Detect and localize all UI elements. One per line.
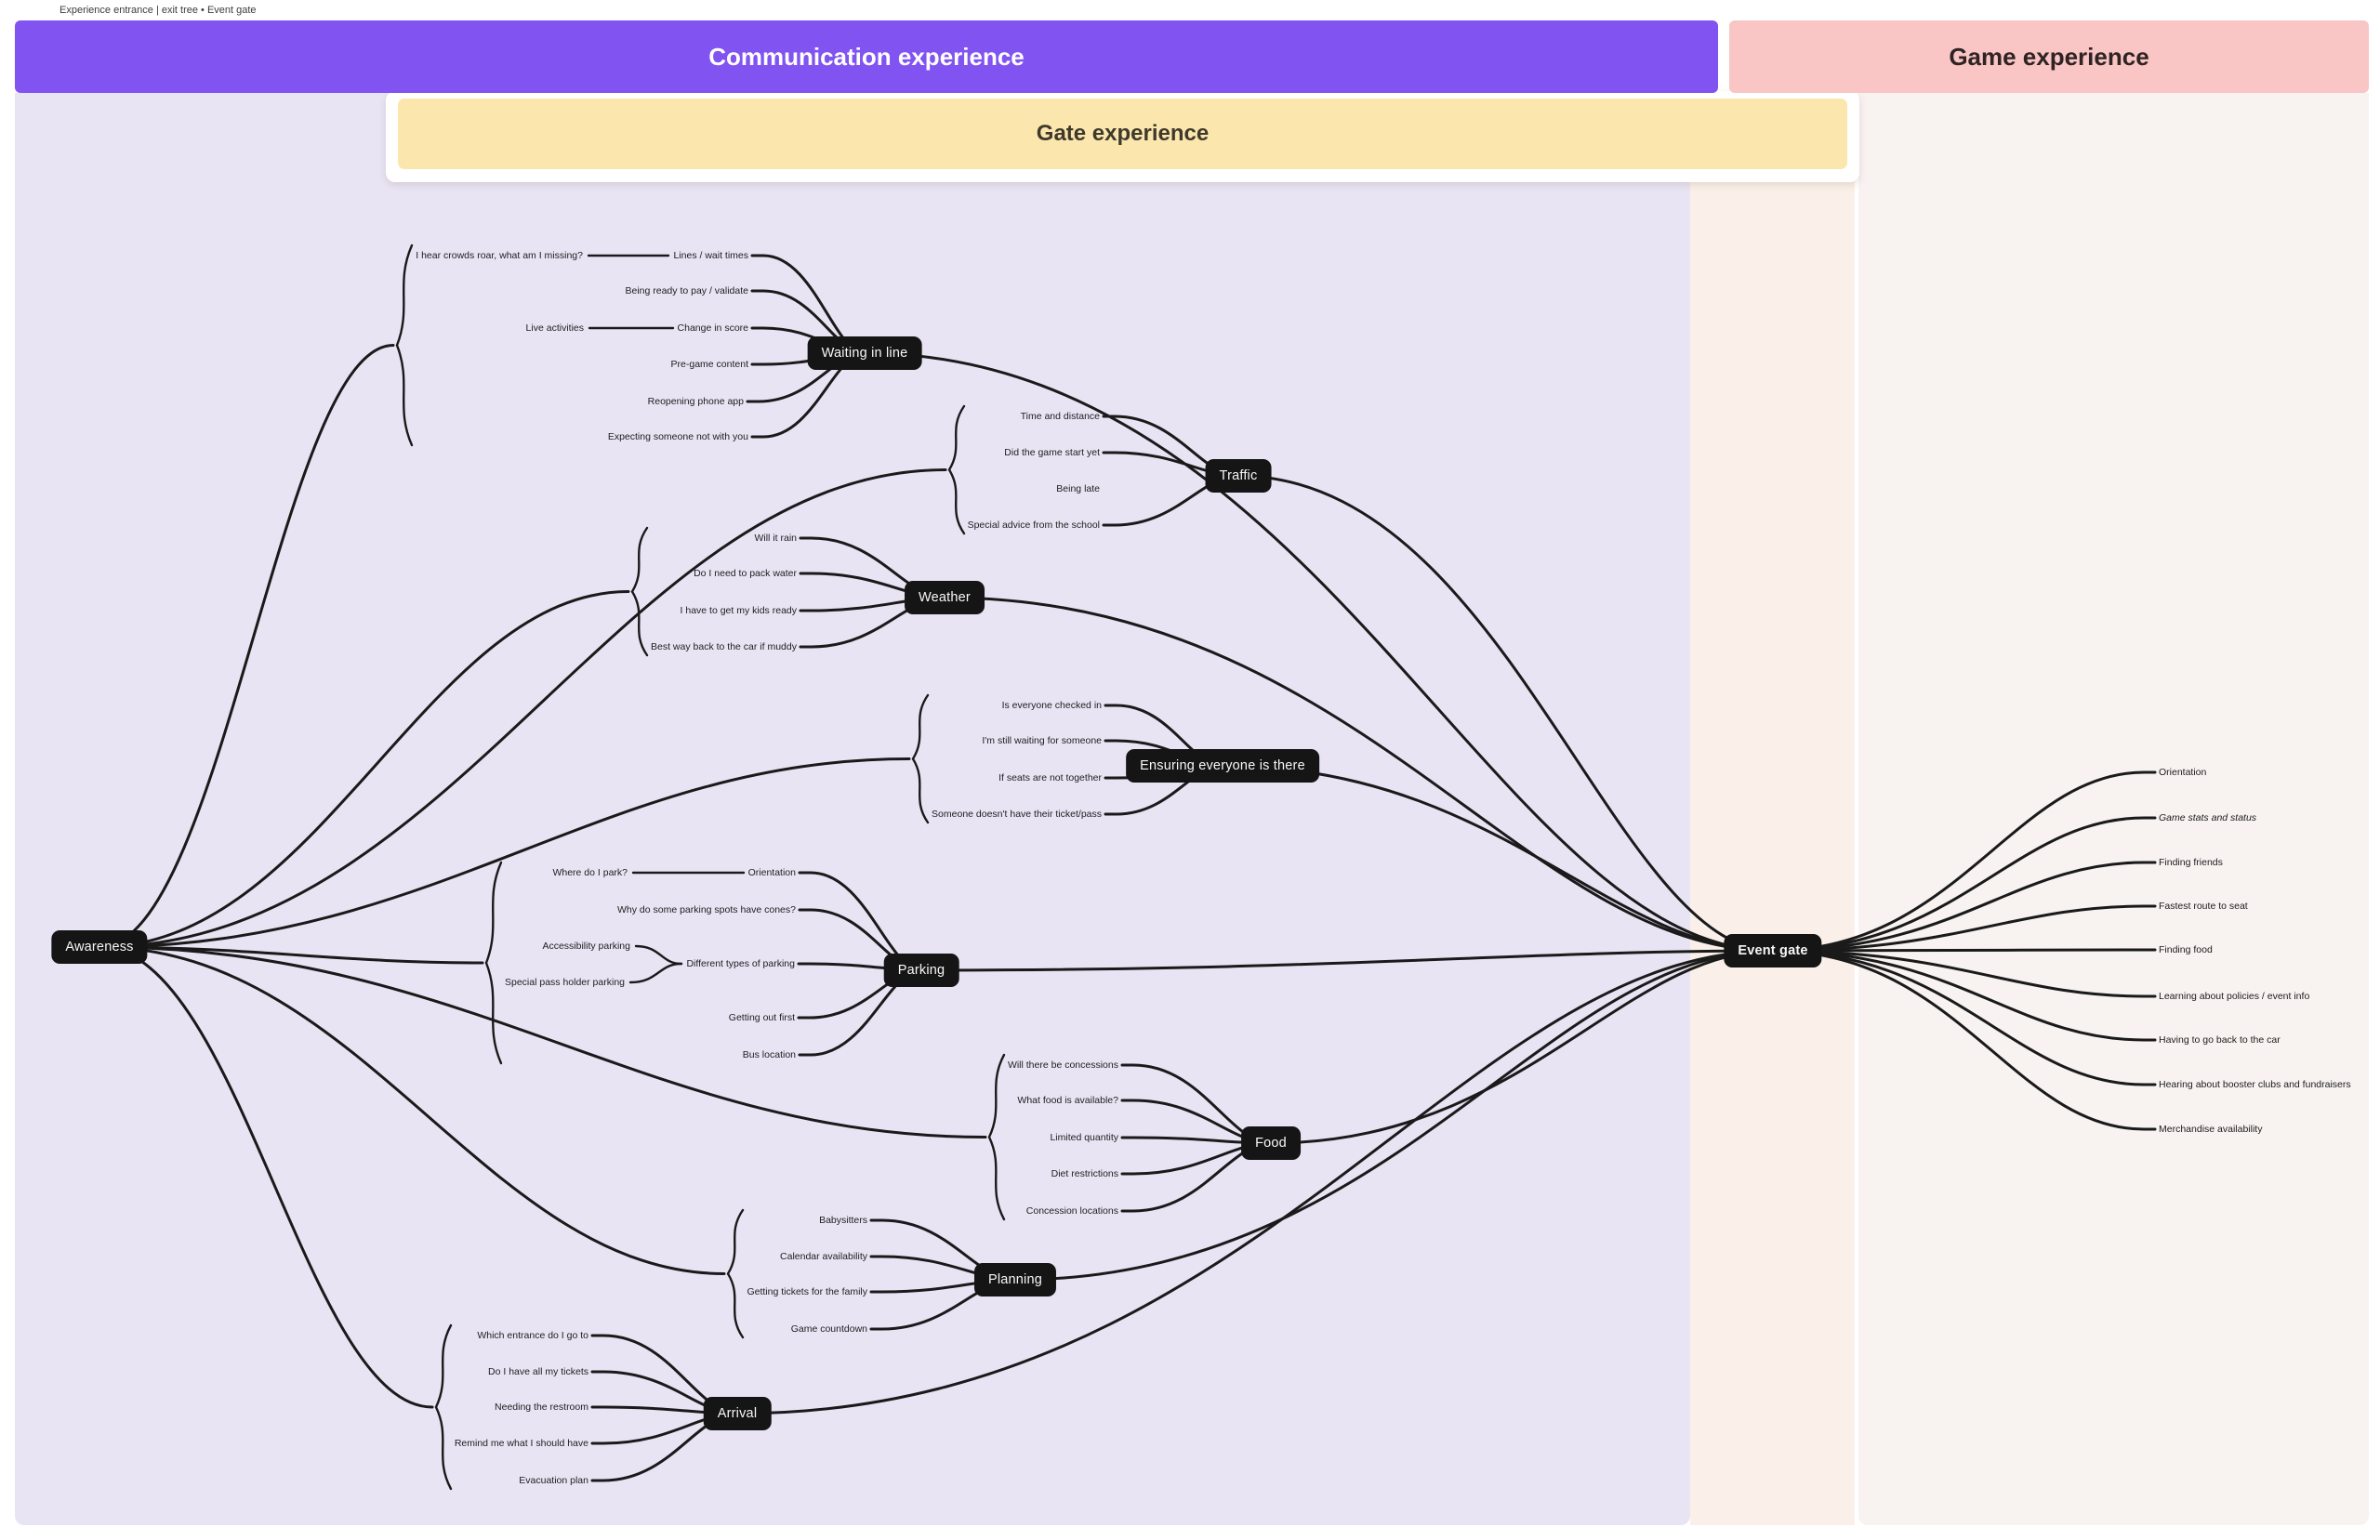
leaf-label[interactable]: Evacuation plan [519,1475,588,1486]
sub-leaf-label[interactable]: I hear crowds roar, what am I missing? [416,250,583,261]
root-node-awareness[interactable]: Awareness [51,930,148,964]
leaf-label[interactable]: Getting out first [728,1012,795,1023]
leaf-label[interactable]: Concession locations [1025,1205,1118,1217]
topic-node-weather[interactable]: Weather [905,581,985,614]
leaf-label[interactable]: Diet restrictions [1051,1168,1118,1179]
leaf-label[interactable]: Needing the restroom [495,1402,588,1413]
leaf-label[interactable]: Remind me what I should have [454,1438,588,1449]
section-header-gate[interactable]: Gate experience [398,99,1847,169]
leaf-label[interactable]: Bus location [742,1049,796,1060]
leaf-label[interactable]: Will it rain [754,533,797,544]
hub-leaf-label[interactable]: Having to go back to the car [2159,1034,2281,1046]
canvas-game-zone [1858,93,2369,1525]
hub-leaf-label[interactable]: Hearing about booster clubs and fundrais… [2159,1079,2351,1090]
leaf-label[interactable]: Being ready to pay / validate [625,285,748,296]
sub-leaf-label[interactable]: Live activities [525,322,584,334]
topic-node-parking[interactable]: Parking [883,954,959,987]
canvas-gate-zone [1690,93,1855,1525]
leaf-label[interactable]: Calendar availability [780,1251,867,1262]
section-header-game-label: Game experience [1949,42,2149,71]
hub-leaf-label[interactable]: Game stats and status [2159,812,2257,823]
section-header-communication-label: Communication experience [708,42,1025,71]
leaf-label[interactable]: Is everyone checked in [1001,700,1102,711]
leaf-label[interactable]: Babysitters [819,1215,867,1226]
leaf-label[interactable]: Which entrance do I go to [477,1330,588,1341]
topic-node-ensuring-everyone-is-there[interactable]: Ensuring everyone is there [1126,749,1319,783]
topic-node-arrival[interactable]: Arrival [703,1397,772,1430]
leaf-label[interactable]: Did the game start yet [1004,447,1100,458]
leaf-label[interactable]: Will there be concessions [1007,1060,1118,1071]
hub-leaf-label[interactable]: Fastest route to seat [2159,901,2248,912]
leaf-label[interactable]: Reopening phone app [647,396,744,407]
sub-leaf-label[interactable]: Where do I park? [552,867,628,878]
leaf-label[interactable]: Game countdown [790,1323,867,1335]
topic-node-traffic[interactable]: Traffic [1205,459,1272,493]
leaf-label[interactable]: Orientation [747,867,796,878]
section-header-communication[interactable]: Communication experience [15,20,1718,93]
leaf-label[interactable]: Pre-game content [670,359,748,370]
topic-node-planning[interactable]: Planning [973,1263,1057,1296]
leaf-label[interactable]: Lines / wait times [673,250,748,261]
sub-leaf-label[interactable]: Accessibility parking [542,941,630,952]
leaf-label[interactable]: Being late [1056,483,1100,494]
section-header-gate-label: Gate experience [1036,121,1210,146]
leaf-label[interactable]: Different types of parking [686,958,795,969]
leaf-label[interactable]: Special advice from the school [967,520,1100,531]
canvas-communication-zone [15,93,1690,1525]
breadcrumb: Experience entrance | exit tree • Event … [60,5,257,16]
hub-leaf-label[interactable]: Finding friends [2159,857,2223,868]
section-header-game[interactable]: Game experience [1729,20,2369,93]
leaf-label[interactable]: Why do some parking spots have cones? [616,904,796,915]
leaf-label[interactable]: Limited quantity [1050,1132,1118,1143]
leaf-label[interactable]: Getting tickets for the family [747,1286,867,1297]
sub-leaf-label[interactable]: Special pass holder parking [505,977,625,988]
hub-leaf-label[interactable]: Merchandise availability [2159,1124,2263,1135]
leaf-label[interactable]: Someone doesn't have their ticket/pass [932,809,1102,820]
leaf-label[interactable]: I'm still waiting for someone [982,735,1102,746]
hub-leaf-label[interactable]: Orientation [2159,767,2207,778]
leaf-label[interactable]: Expecting someone not with you [607,431,748,442]
leaf-label[interactable]: Do I have all my tickets [488,1366,588,1377]
topic-node-food[interactable]: Food [1241,1126,1301,1160]
leaf-label[interactable]: Do I need to pack water [694,568,797,579]
leaf-label[interactable]: Change in score [677,322,748,334]
leaf-label[interactable]: Time and distance [1020,411,1100,422]
hub-leaf-label[interactable]: Learning about policies / event info [2159,991,2310,1002]
topic-node-waiting-in-line[interactable]: Waiting in line [807,336,922,370]
leaf-label[interactable]: What food is available? [1017,1095,1118,1106]
leaf-label[interactable]: I have to get my kids ready [680,605,797,616]
hub-node-event-gate[interactable]: Event gate [1724,934,1822,967]
hub-leaf-label[interactable]: Finding food [2159,944,2213,955]
leaf-label[interactable]: If seats are not together [998,772,1102,783]
gate-frame[interactable]: Gate experience [386,91,1859,182]
leaf-label[interactable]: Best way back to the car if muddy [651,641,797,652]
